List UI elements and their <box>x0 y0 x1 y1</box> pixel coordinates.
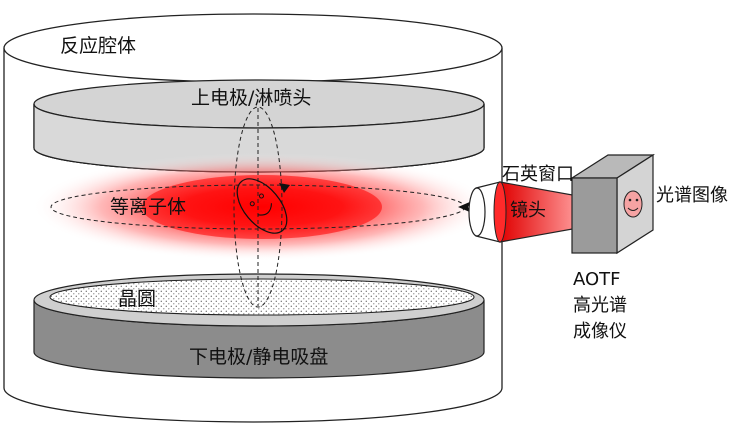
label-upper-electrode: 上电极/淋喷头 <box>191 87 311 109</box>
plasma-glow <box>32 153 492 261</box>
label-lens: 镜头 <box>510 200 546 221</box>
label-aotf-line3: 成像仪 <box>573 321 627 342</box>
label-plasma: 等离子体 <box>110 196 186 218</box>
upper-electrode <box>33 79 485 173</box>
label-quartz-window: 石英窗口 <box>502 164 574 185</box>
quartz-window <box>468 181 501 243</box>
plasma-boundary-vertical <box>233 106 283 308</box>
label-spectral-image: 光谱图像 <box>656 185 728 206</box>
label-wafer: 晶圆 <box>118 288 156 310</box>
label-lower-electrode: 下电极/静电吸盘 <box>189 346 328 368</box>
lens-glass <box>493 181 507 243</box>
camera-smiley-icon <box>623 190 643 218</box>
arrow-marker <box>279 183 290 193</box>
wafer <box>49 278 475 316</box>
label-aotf-line1: AOTF <box>573 269 621 290</box>
label-aotf-line2: 高光谱 <box>573 295 627 316</box>
label-chamber: 反应腔体 <box>60 35 136 57</box>
plasma-smiley <box>236 178 288 234</box>
